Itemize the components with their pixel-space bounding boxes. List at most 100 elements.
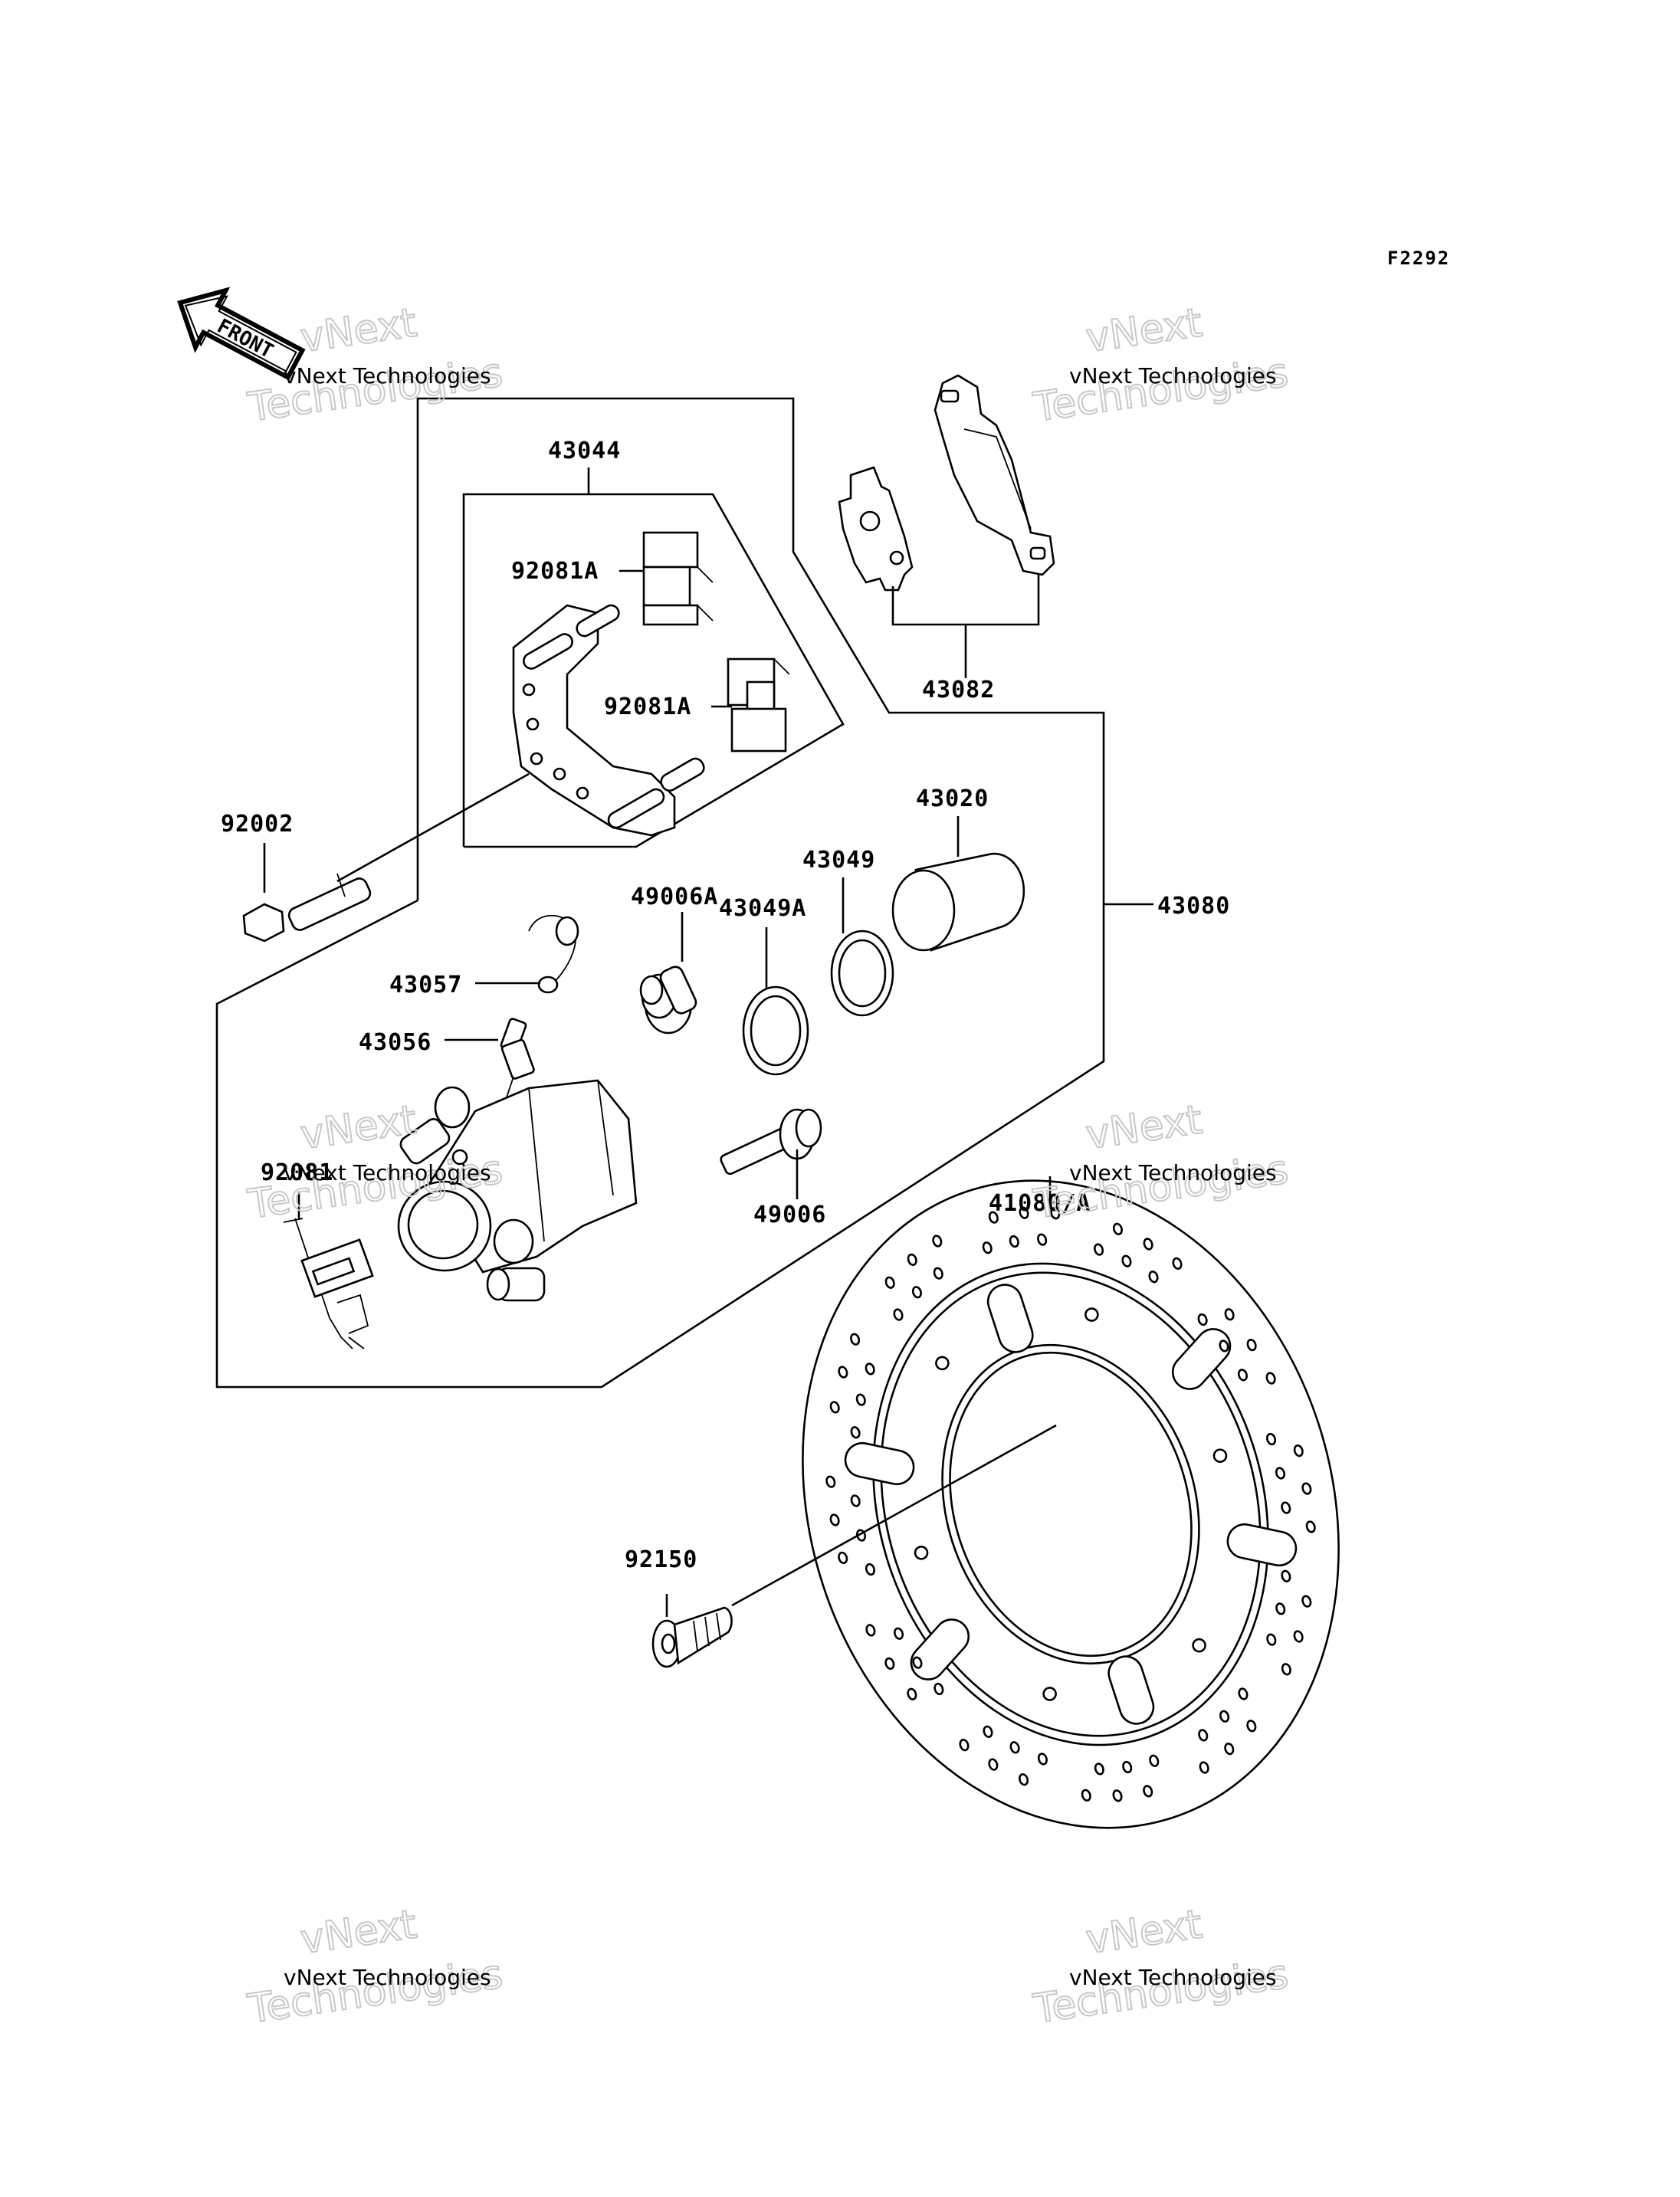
disc-vent-hole bbox=[1121, 1254, 1132, 1267]
label-92150: 92150 bbox=[625, 1546, 697, 1573]
watermark-bottom-left: vNext Technologies vNext Technologies bbox=[244, 1900, 506, 2033]
label-49006A: 49006A bbox=[631, 884, 718, 910]
disc-mount-hole bbox=[1192, 1638, 1206, 1653]
disc-slot bbox=[910, 1618, 970, 1681]
label-43056: 43056 bbox=[359, 1029, 431, 1056]
label-41080A: 41080/A bbox=[989, 1190, 1091, 1217]
slide-pin-49006 bbox=[720, 1108, 822, 1176]
disc-vent-hole bbox=[1009, 1235, 1019, 1248]
boot-49006A bbox=[639, 966, 697, 1035]
disc-mount-hole bbox=[1212, 1448, 1228, 1463]
disc-vent-hole bbox=[1009, 1741, 1020, 1754]
disc-vent-hole bbox=[907, 1687, 917, 1700]
label-92081: 92081 bbox=[261, 1159, 333, 1186]
disc-vent-hole bbox=[1293, 1444, 1304, 1458]
svg-text:vNext Technologies: vNext Technologies bbox=[1069, 1965, 1277, 1990]
disc-vent-hole bbox=[1266, 1432, 1277, 1446]
pad-spring-upper bbox=[642, 531, 714, 626]
disc-vent-hole bbox=[1281, 1663, 1291, 1676]
label-43057: 43057 bbox=[389, 972, 462, 998]
svg-text:Technologies: Technologies bbox=[244, 1951, 505, 2032]
disc-vent-hole bbox=[1281, 1501, 1291, 1514]
disc-vent-hole bbox=[865, 1562, 875, 1576]
svg-text:vNext Technologies: vNext Technologies bbox=[284, 1965, 491, 1990]
disc-vent-hole bbox=[1148, 1271, 1159, 1284]
disc-slot bbox=[1107, 1655, 1155, 1725]
disc-vent-hole bbox=[1265, 1372, 1276, 1385]
disc-vent-hole bbox=[884, 1657, 895, 1670]
disc-mount-hole bbox=[1084, 1307, 1099, 1322]
svg-text:vNext Technologies: vNext Technologies bbox=[284, 363, 491, 389]
disc-vent-hole bbox=[1143, 1238, 1153, 1251]
disc-vent-hole bbox=[1199, 1761, 1209, 1774]
disc-vent-hole bbox=[825, 1475, 836, 1488]
disc-mount-hole bbox=[935, 1356, 950, 1371]
disc-vent-hole bbox=[829, 1401, 840, 1414]
label-43082: 43082 bbox=[922, 677, 995, 703]
label-43020: 43020 bbox=[916, 785, 989, 812]
disc-mount-hole bbox=[914, 1546, 929, 1560]
disc-vent-hole bbox=[1246, 1339, 1257, 1352]
disc-vent-hole bbox=[893, 1627, 904, 1640]
disc-vent-hole bbox=[1266, 1633, 1277, 1646]
label-92002: 92002 bbox=[221, 811, 294, 838]
disc-vent-hole bbox=[838, 1551, 848, 1565]
disc-vent-hole bbox=[1237, 1369, 1249, 1382]
svg-text:vNext: vNext bbox=[1084, 1901, 1206, 1963]
disc-mount-hole bbox=[1042, 1687, 1057, 1701]
disc-vent-hole bbox=[1019, 1206, 1029, 1219]
bracket-frame-43044 bbox=[462, 493, 845, 848]
svg-text:Technologies: Technologies bbox=[1030, 1951, 1291, 2032]
disc-vent-hole bbox=[1275, 1602, 1286, 1615]
disc-vent-hole bbox=[934, 1682, 944, 1696]
disc-vent-hole bbox=[865, 1362, 875, 1376]
bleeder-cap-43057 bbox=[528, 914, 579, 994]
disc-bolt-92150 bbox=[651, 1606, 733, 1668]
disc-vent-hole bbox=[932, 1235, 943, 1248]
caliper-body bbox=[397, 1079, 638, 1302]
disc-vent-hole bbox=[1305, 1520, 1316, 1533]
label-43049A: 43049A bbox=[719, 895, 806, 922]
bolt-92002 bbox=[242, 873, 372, 943]
disc-vent-hole bbox=[1224, 1742, 1235, 1756]
disc-vent-hole bbox=[1198, 1729, 1209, 1742]
disc-vent-hole bbox=[988, 1211, 999, 1224]
disc-vent-hole bbox=[933, 1267, 943, 1280]
disc-vent-hole bbox=[1197, 1313, 1208, 1326]
watermark-bottom-right: vNext Technologies vNext Technologies bbox=[1029, 1900, 1291, 2033]
svg-text:vNext: vNext bbox=[298, 1901, 420, 1963]
disc-vent-hole bbox=[1219, 1340, 1229, 1353]
label-43080: 43080 bbox=[1157, 893, 1230, 920]
svg-text:Technologies: Technologies bbox=[1030, 1146, 1291, 1228]
label-92081A-upper: 92081A bbox=[511, 558, 599, 585]
brake-disc bbox=[802, 1179, 1340, 1829]
disc-vent-hole bbox=[850, 1494, 861, 1507]
disc-vent-hole bbox=[959, 1739, 970, 1752]
disc-vent-hole bbox=[1112, 1222, 1123, 1235]
disc-vent-hole bbox=[1238, 1687, 1249, 1700]
disc-vent-hole bbox=[838, 1366, 848, 1379]
disc-vent-hole bbox=[1019, 1773, 1029, 1786]
piston-43020 bbox=[891, 852, 1025, 952]
disc-vent-hole bbox=[1094, 1243, 1104, 1256]
label-49006: 49006 bbox=[753, 1202, 826, 1228]
disc-vent-hole bbox=[1122, 1760, 1133, 1774]
label-92081A-lower: 92081A bbox=[604, 694, 691, 720]
svg-text:vNext Technologies: vNext Technologies bbox=[284, 1160, 491, 1185]
disc-vent-hole bbox=[1149, 1754, 1160, 1767]
disc-vent-hole bbox=[1301, 1482, 1312, 1495]
disc-vent-hole bbox=[1112, 1789, 1123, 1802]
watermark-mid-right: vNext Technologies vNext Technologies bbox=[1029, 1096, 1291, 1228]
disc-vent-hole bbox=[1143, 1785, 1153, 1798]
svg-text:vNext Technologies: vNext Technologies bbox=[1069, 1160, 1277, 1185]
svg-text:vNext Technologies: vNext Technologies bbox=[1069, 363, 1277, 389]
disc-vent-hole bbox=[1037, 1233, 1048, 1246]
disc-vent-hole bbox=[884, 1276, 895, 1289]
disc-vent-hole bbox=[1094, 1763, 1104, 1776]
svg-text:vNext: vNext bbox=[1084, 1097, 1206, 1159]
disc-vent-hole bbox=[865, 1624, 876, 1637]
disc-vent-hole bbox=[1081, 1789, 1091, 1802]
caliper-bracket bbox=[512, 604, 705, 837]
bleeder-valve-43056 bbox=[500, 1018, 535, 1112]
